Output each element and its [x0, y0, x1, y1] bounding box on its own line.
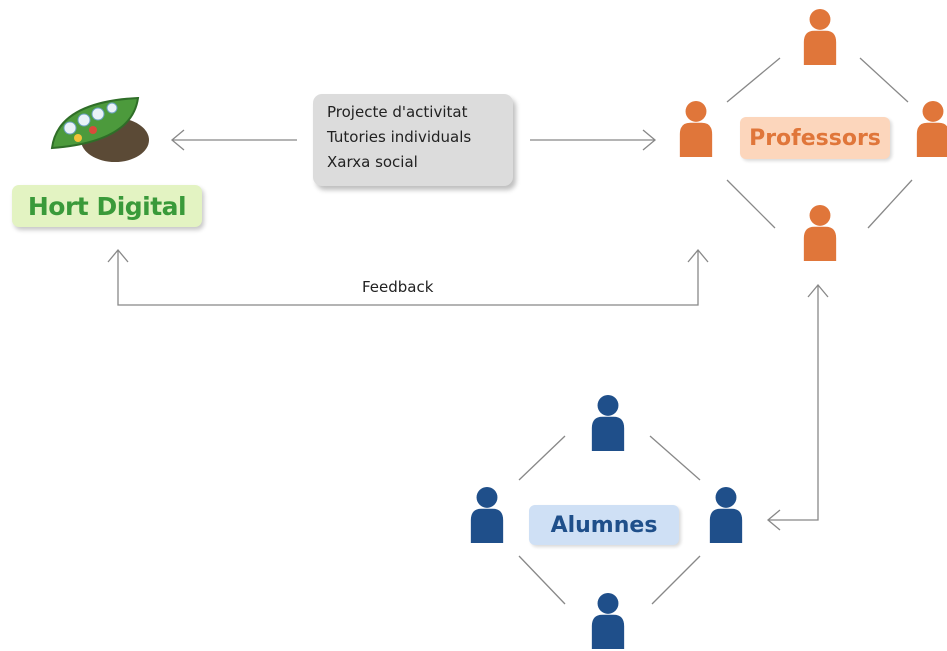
professors-diamond-lines	[726, 57, 913, 229]
arrowhead-right	[642, 129, 657, 151]
arrowhead-left	[170, 129, 185, 151]
leaf-globe-logo-icon	[50, 96, 149, 162]
person-icon	[591, 592, 625, 649]
info-line-social-network: Xarxa social	[327, 153, 418, 171]
hort-digital-label: Hort Digital	[12, 185, 202, 227]
alumnes-professors-connector	[766, 283, 829, 531]
person-icon	[916, 100, 947, 157]
info-box: Projecte d'activitat Tutories individual…	[313, 94, 513, 186]
person-icon	[709, 486, 743, 543]
feedback-label: Feedback	[362, 278, 434, 296]
alumnes-diamond-lines	[518, 435, 701, 605]
feedback-connector	[107, 248, 709, 306]
person-icon	[470, 486, 504, 543]
info-line-individual-tutoring: Tutories individuals	[327, 128, 472, 146]
professors-label: Professors	[740, 117, 890, 159]
info-arrows	[170, 129, 657, 151]
person-icon	[679, 100, 713, 157]
alumnes-label: Alumnes	[529, 505, 679, 545]
person-icon	[803, 204, 837, 261]
person-icon	[591, 394, 625, 451]
info-line-activity-project: Projecte d'activitat	[327, 103, 468, 121]
person-icon	[803, 8, 837, 65]
